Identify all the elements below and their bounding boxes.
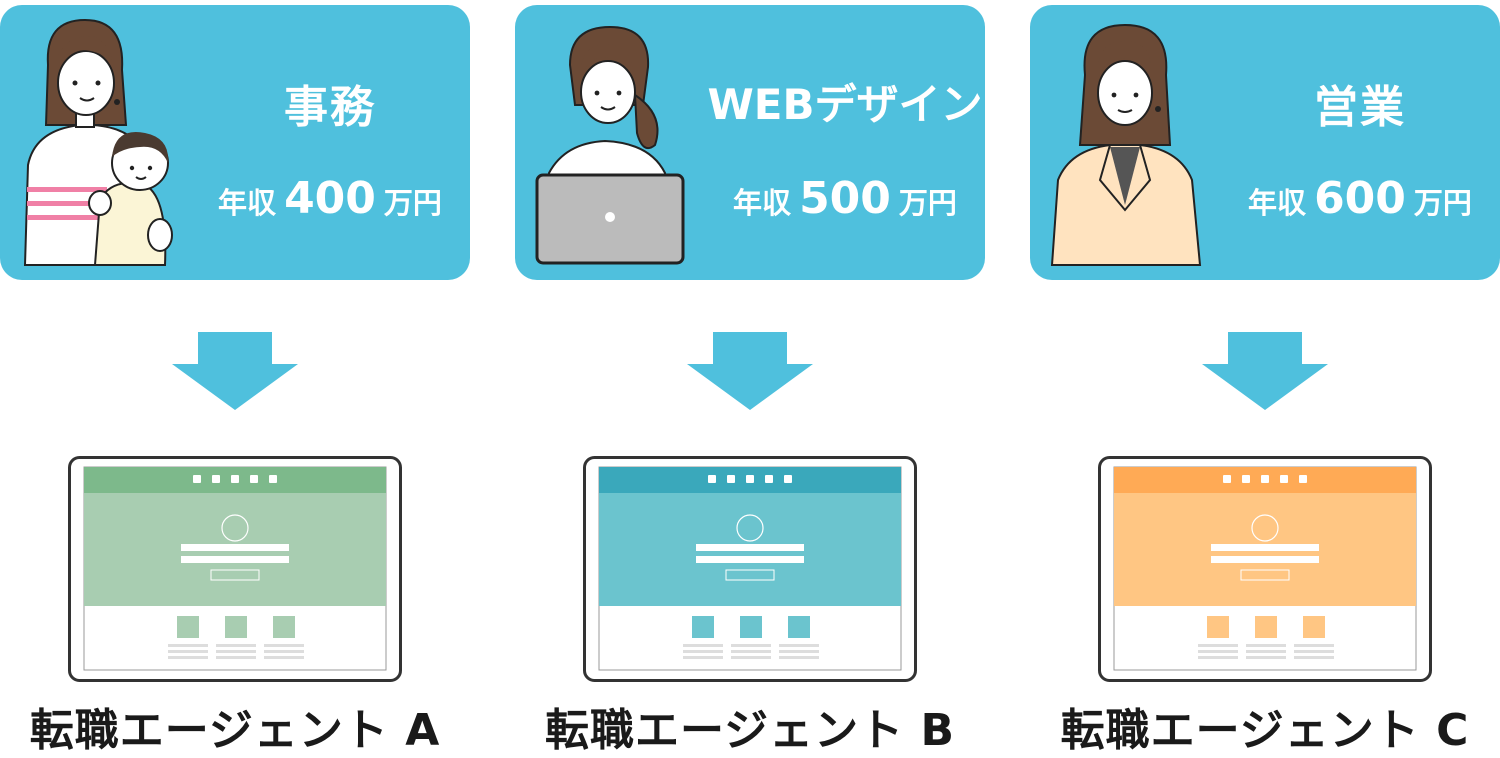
agent-label: 転職エージェント B [545,705,955,756]
job-title: 事務 [284,82,376,133]
salary-prefix: 年収 [218,186,277,220]
salary-prefix: 年収 [733,186,792,220]
salary-unit: 万円 [1413,186,1472,220]
salary-value: 600 [1314,173,1406,224]
salary-value: 500 [799,173,891,224]
salary-value: 400 [284,173,376,224]
salary-unit: 万円 [898,186,957,220]
woman-with-laptop-illustration [535,25,685,265]
mother-with-baby-illustration [23,18,173,266]
down-arrow-icon [687,332,813,410]
job-title: 営業 [1314,82,1406,133]
businesswoman-illustration [1050,23,1202,266]
agent-label: 転職エージェント A [29,705,441,756]
job-title: WEBデザイン [707,80,983,129]
agent-website-tablet-illustration [1098,456,1432,682]
agent-website-tablet-illustration [583,456,917,682]
salary-unit: 万円 [383,186,442,220]
salary-prefix: 年収 [1248,186,1307,220]
agent-label: 転職エージェント C [1060,705,1470,756]
down-arrow-icon [1202,332,1328,410]
down-arrow-icon [172,332,298,410]
agent-website-tablet-illustration [68,456,402,682]
